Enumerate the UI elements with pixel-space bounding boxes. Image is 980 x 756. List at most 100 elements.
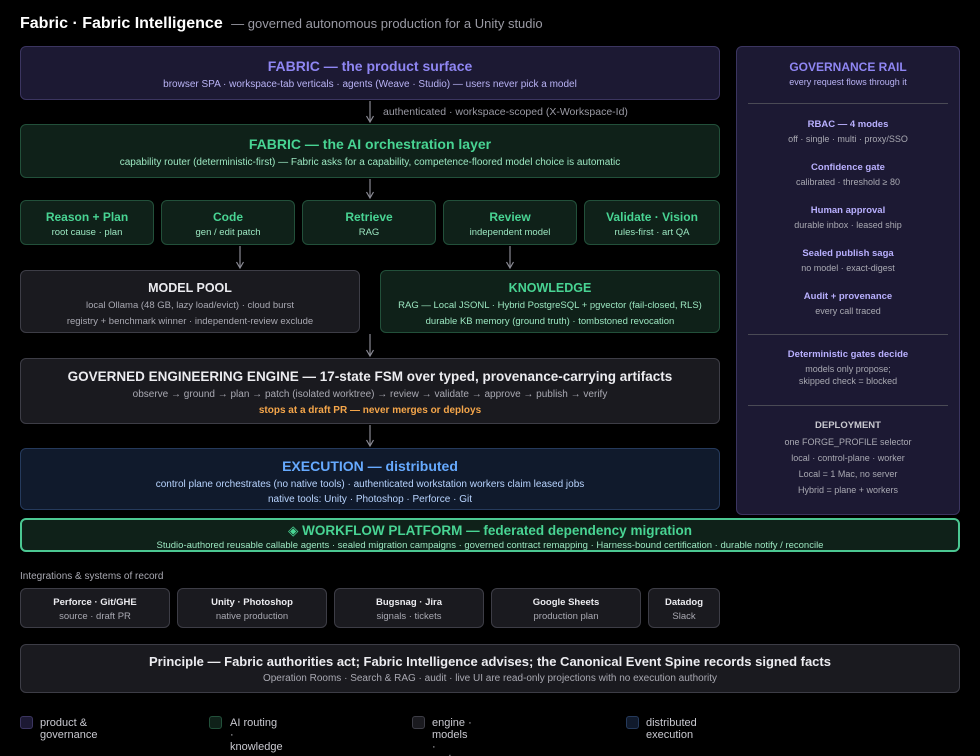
rail-item-title: Human approval — [810, 205, 886, 216]
legend-swatch — [20, 716, 33, 729]
capability-title: Retrieve — [345, 210, 393, 224]
rail-item-human-approval: Human approval durable inbox · leased sh… — [737, 205, 959, 230]
capability-sub: RAG — [358, 227, 380, 238]
integration-title: Google Sheets — [532, 597, 600, 608]
arrow-down-icon — [235, 246, 245, 269]
workflow-title: ◈ WORKFLOW PLATFORM — federated dependen… — [288, 523, 692, 538]
execution-line2: native tools: Unity · Photoshop · Perfor… — [268, 494, 472, 505]
knowledge-line1: RAG — Local JSONL · Hybrid PostgreSQL + … — [398, 300, 702, 311]
capability-reason-plan: Reason + Plan root cause · plan — [20, 200, 154, 245]
rail-item-sub: calibrated · threshold ≥ 80 — [796, 177, 900, 187]
execution-title: EXECUTION — distributed — [282, 458, 458, 474]
governance-rail-box: GOVERNANCE RAIL every request flows thro… — [736, 46, 960, 515]
model-pool-line1: local Ollama (48 GB, lazy load/evict) · … — [85, 300, 295, 311]
arrow-down-icon — [365, 101, 375, 123]
rail-item-sub: durable inbox · leased ship — [794, 220, 902, 230]
capability-validate-vision: Validate · Vision rules-first · art QA — [584, 200, 720, 245]
integration-google-sheets: Google Sheets production plan — [491, 588, 641, 628]
legend-swatch — [626, 716, 639, 729]
page-header: Fabric · Fabric Intelligence — governed … — [20, 15, 543, 33]
principle-sub: Operation Rooms · Search & RAG · audit ·… — [262, 673, 718, 684]
product-surface-sub: browser SPA · workspace-tab verticals · … — [163, 79, 577, 90]
arrow-down-icon — [365, 425, 375, 447]
gates-title: Deterministic gates decide — [787, 349, 909, 360]
integration-unity-photoshop: Unity · Photoshop native production — [177, 588, 327, 628]
integration-title: Perforce · Git/GHE — [53, 597, 137, 608]
capability-sub: root cause · plan — [51, 227, 123, 238]
rail-item-audit: Audit + provenance every call traced — [737, 291, 959, 316]
gates-line1: models only propose; — [805, 364, 891, 374]
deployment-line: one FORGE_PROFILE selector — [784, 437, 912, 447]
integration-bugsnag-jira: Bugsnag · Jira signals · tickets — [334, 588, 484, 628]
legend-label: product & governance — [40, 717, 98, 741]
execution-box: EXECUTION — distributed control plane or… — [20, 448, 720, 510]
model-pool-title: MODEL POOL — [148, 281, 232, 295]
integration-sub: source · draft PR — [59, 611, 131, 622]
capability-code: Code gen / edit patch — [161, 200, 295, 245]
capability-sub: gen / edit patch — [195, 227, 261, 238]
integration-title: Bugsnag · Jira — [376, 597, 442, 608]
product-surface-box: FABRIC — the product surface browser SPA… — [20, 46, 720, 100]
legend-swatch — [209, 716, 222, 729]
rail-item-confidence-gate: Confidence gate calibrated · threshold ≥… — [737, 162, 959, 187]
deployment-title: DEPLOYMENT — [815, 420, 881, 431]
capability-title: Code — [213, 210, 243, 224]
rail-divider — [748, 334, 948, 335]
capability-title: Reason + Plan — [45, 210, 129, 224]
deployment-line: local · control-plane · worker — [791, 453, 905, 463]
integration-datadog: Datadog Slack — [648, 588, 720, 628]
knowledge-line2: durable KB memory (ground truth) · tombs… — [425, 316, 675, 327]
gates-line2: skipped check = blocked — [798, 376, 898, 386]
rail-item-sub: no model · exact-digest — [801, 263, 895, 273]
engine-line2: stops at a draft PR — never merges or de… — [258, 405, 482, 416]
principle-box: Principle — Fabric authorities act; Fabr… — [20, 644, 960, 693]
legend-label: distributed execution — [646, 717, 697, 741]
integration-title: Datadog — [665, 597, 703, 608]
orchestration-layer-box: FABRIC — the AI orchestration layer capa… — [20, 124, 720, 178]
integration-perforce-git: Perforce · Git/GHE source · draft PR — [20, 588, 170, 628]
arrow-down-icon — [365, 179, 375, 199]
knowledge-title: KNOWLEDGE — [508, 281, 592, 295]
rail-item-title: Audit + provenance — [803, 291, 893, 302]
rail-item-sub: every call traced — [815, 306, 881, 316]
rail-item-title: Sealed publish saga — [802, 248, 894, 259]
execution-line1: control plane orchestrates (no native to… — [155, 479, 585, 490]
capability-sub: independent model — [469, 227, 551, 238]
page-title: Fabric · Fabric Intelligence — [20, 15, 223, 32]
rail-deployment: DEPLOYMENT one FORGE_PROFILE selector lo… — [737, 420, 959, 495]
legend-label: engine · models · systems — [432, 717, 472, 756]
arrow-down-icon — [505, 246, 515, 269]
integration-sub: signals · tickets — [376, 611, 442, 622]
rail-item-sub: off · single · multi · proxy/SSO — [788, 134, 908, 144]
rail-item-title: RBAC — 4 modes — [807, 119, 889, 130]
capability-title: Validate · Vision — [606, 210, 698, 224]
deployment-line: Local = 1 Mac, no server — [798, 469, 898, 479]
rail-item-publish-saga: Sealed publish saga no model · exact-dig… — [737, 248, 959, 273]
product-surface-title: FABRIC — the product surface — [267, 58, 473, 74]
legend-swatch — [412, 716, 425, 729]
rail-deterministic-gates: Deterministic gates decide models only p… — [737, 349, 959, 386]
capability-sub: rules-first · art QA — [614, 227, 690, 238]
arrow-down-icon — [365, 334, 375, 357]
rail-item-title: Confidence gate — [811, 162, 885, 173]
principle-title: Principle — Fabric authorities act; Fabr… — [149, 654, 831, 669]
rail-divider — [748, 103, 948, 104]
workflow-platform-box: ◈ WORKFLOW PLATFORM — federated dependen… — [20, 518, 960, 552]
capability-retrieve: Retrieve RAG — [302, 200, 436, 245]
workflow-sub: Studio-authored reusable callable agents… — [156, 540, 824, 551]
engine-title: GOVERNED ENGINEERING ENGINE — 17-state F… — [67, 369, 673, 384]
auth-arrow-label: authenticated · workspace-scoped (X-Work… — [383, 106, 628, 118]
engineering-engine-box: GOVERNED ENGINEERING ENGINE — 17-state F… — [20, 358, 720, 424]
legend-label: AI routing · knowledge — [230, 717, 283, 753]
model-pool-line2: registry + benchmark winner · independen… — [66, 316, 314, 327]
integration-sub: Slack — [672, 611, 696, 622]
governance-rail-sub: every request flows through it — [789, 77, 907, 87]
integration-title: Unity · Photoshop — [211, 597, 293, 608]
page-subtitle: — governed autonomous production for a U… — [231, 16, 543, 31]
integration-sub: production plan — [533, 611, 599, 622]
rail-item-rbac: RBAC — 4 modes off · single · multi · pr… — [737, 119, 959, 144]
model-pool-box: MODEL POOL local Ollama (48 GB, lazy loa… — [20, 270, 360, 333]
capability-review: Review independent model — [443, 200, 577, 245]
rail-divider — [748, 405, 948, 406]
deployment-line: Hybrid = plane + workers — [797, 485, 899, 495]
